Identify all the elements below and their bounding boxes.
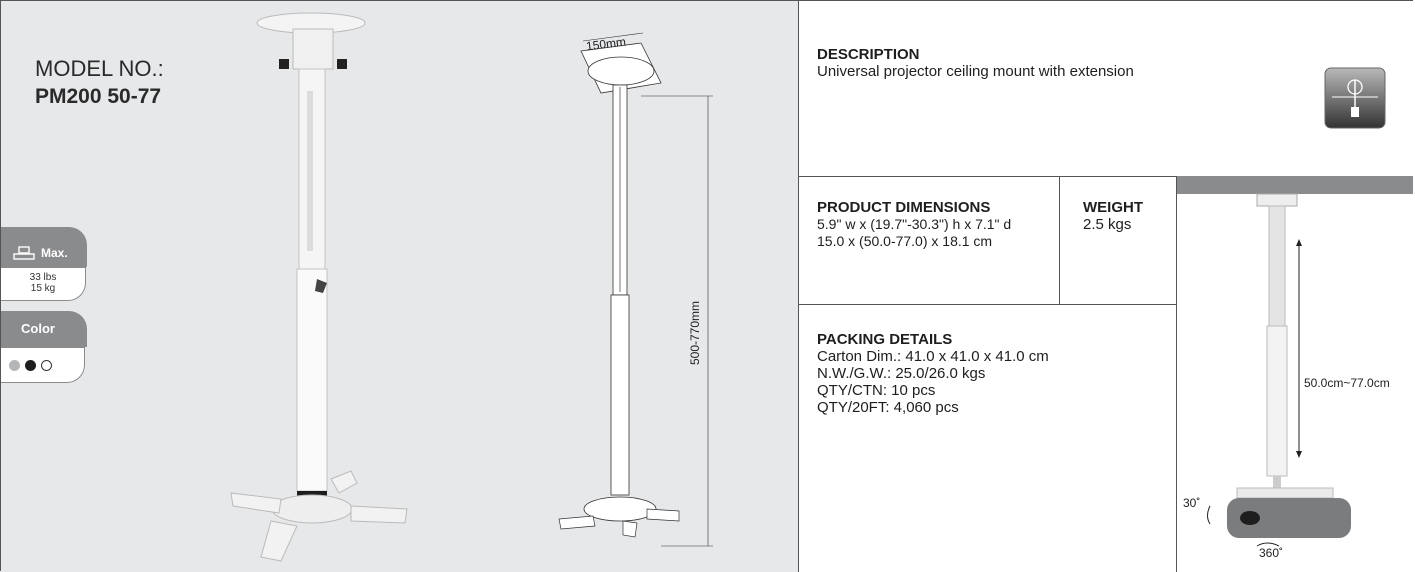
product-image-panel: MODEL NO.: PM200 50-77 <box>1 1 798 572</box>
technical-drawing <box>558 32 713 547</box>
swatch-black <box>25 359 36 371</box>
divider <box>799 304 1177 305</box>
dimensions-block: PRODUCT DIMENSIONS 5.9" w x (19.7"-30.3"… <box>817 199 1011 250</box>
details-panel: DESCRIPTION Universal projector ceiling … <box>798 1 1414 572</box>
color-tab: Color <box>1 311 87 347</box>
swatch-silver <box>9 359 20 371</box>
description-text: Universal projector ceiling mount with e… <box>817 63 1134 80</box>
dimensions-title: PRODUCT DIMENSIONS <box>817 199 991 216</box>
packing-carton: Carton Dim.: 41.0 x 41.0 x 41.0 cm <box>817 348 1049 365</box>
weight-icon <box>13 246 35 260</box>
packing-weights: N.W./G.W.: 25.0/26.0 kgs <box>817 365 986 382</box>
ceiling-mount-icon <box>1324 67 1386 129</box>
description-block: DESCRIPTION Universal projector ceiling … <box>817 46 1134 80</box>
height-dimension-label: 500-770mm <box>688 300 703 366</box>
divider <box>1059 176 1060 304</box>
weight-block: WEIGHT 2.5 kgs <box>1083 199 1143 233</box>
color-swatches <box>1 347 85 383</box>
model-number: PM200 50-77 <box>35 85 162 108</box>
max-load-kg: 15 kg <box>30 283 56 294</box>
packing-block: PACKING DETAILS Carton Dim.: 41.0 x 41.0… <box>817 331 1049 416</box>
divider <box>1176 176 1177 572</box>
max-load-tab: Max. <box>1 227 87 267</box>
weight-value: 2.5 kgs <box>1083 216 1132 233</box>
description-title: DESCRIPTION <box>817 46 920 63</box>
dimensions-metric: 15.0 x (50.0-77.0) x 18.1 cm <box>817 233 993 249</box>
divider <box>799 176 1177 177</box>
side-view-diagram: 50.0cm~77.0cm 30˚ 360˚ <box>1177 176 1413 572</box>
model-block: MODEL NO.: PM200 50-77 <box>35 55 164 111</box>
product-photo <box>230 12 408 562</box>
max-label: Max. <box>41 246 68 260</box>
model-label: MODEL NO.: <box>35 56 164 81</box>
tilt-label: 30˚ <box>1183 496 1201 510</box>
dimensions-imperial: 5.9" w x (19.7"-30.3") h x 7.1" d <box>817 216 1012 232</box>
max-load-lbs: 33 lbs <box>29 272 57 283</box>
spec-tabs: Max. 33 lbs 15 kg Color <box>1 227 87 383</box>
weight-title: WEIGHT <box>1083 199 1143 216</box>
rotation-label: 360˚ <box>1259 546 1284 560</box>
swatch-white <box>41 359 52 371</box>
packing-qty-ctn: QTY/CTN: 10 pcs <box>817 382 936 399</box>
max-load-values: 33 lbs 15 kg <box>1 267 86 301</box>
range-label: 50.0cm~77.0cm <box>1304 376 1390 390</box>
packing-qty-20ft: QTY/20FT: 4,060 pcs <box>817 399 959 416</box>
packing-title: PACKING DETAILS <box>817 331 953 348</box>
